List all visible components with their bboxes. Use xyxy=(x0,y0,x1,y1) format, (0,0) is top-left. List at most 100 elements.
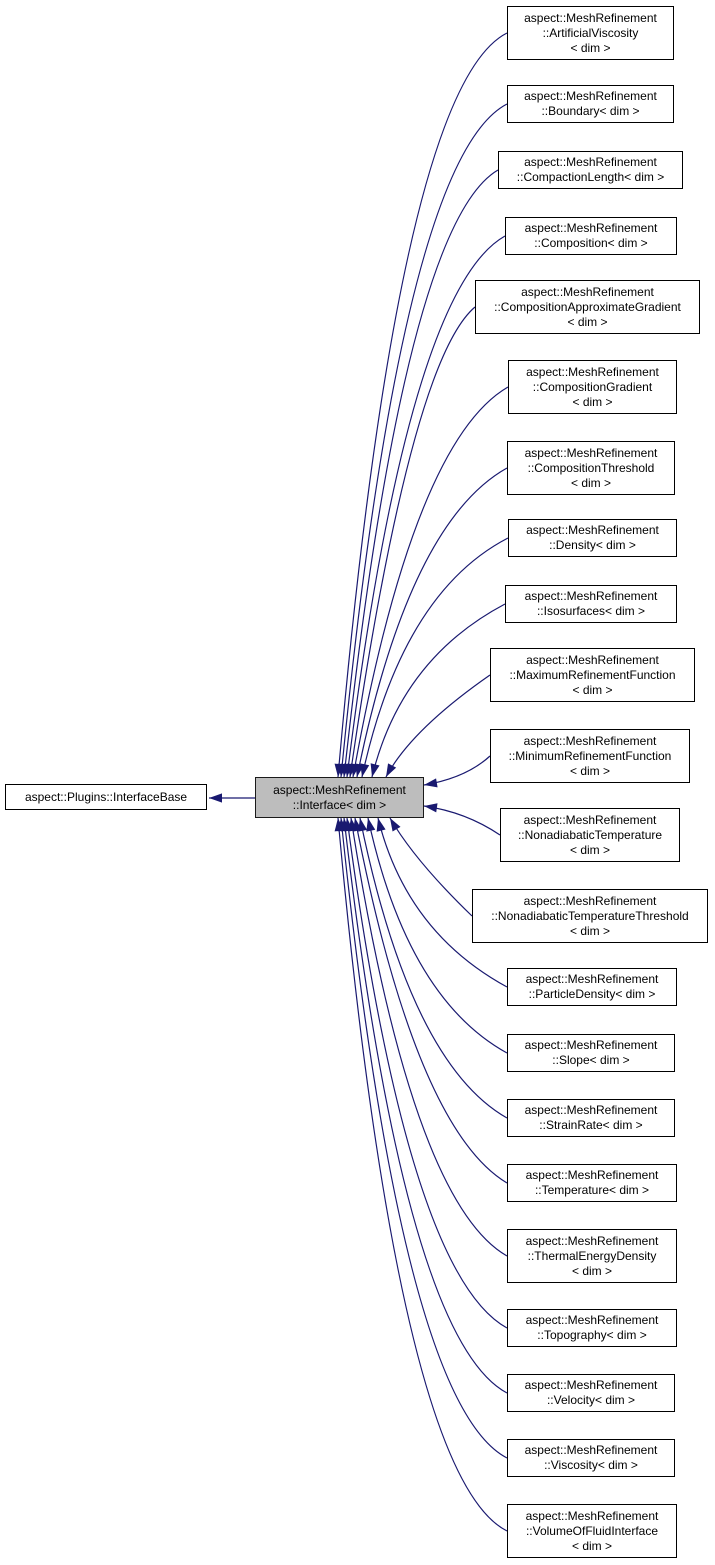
inheritance-edge-line xyxy=(356,467,508,778)
class-node-composition-gradient[interactable]: aspect::MeshRefinement::CompositionGradi… xyxy=(508,360,677,414)
class-name-line: aspect::MeshRefinement xyxy=(523,893,657,908)
class-name-line: ::Isosurfaces< dim > xyxy=(536,604,646,618)
class-name-line: ::Boundary< dim > xyxy=(541,104,640,118)
class-node-minimum-refinement-function[interactable]: aspect::MeshRefinement::MinimumRefinemen… xyxy=(490,729,690,783)
class-name-line: < dim > xyxy=(569,842,611,857)
class-name-line: aspect::MeshRefinement xyxy=(524,155,657,169)
inheritance-edge-line xyxy=(343,169,499,778)
inheritance-edge-line xyxy=(349,306,476,778)
class-name-line: < dim > xyxy=(572,682,613,697)
class-name-line: aspect::MeshRefinement xyxy=(524,89,657,103)
class-node-particle-density[interactable]: aspect::MeshRefinement::ParticleDensity<… xyxy=(507,968,677,1006)
inheritance-edge-line xyxy=(337,32,508,778)
class-node-compaction-length[interactable]: aspect::MeshRefinement::CompactionLength… xyxy=(498,151,683,189)
class-node-temperature[interactable]: aspect::MeshRefinement::Temperature< dim… xyxy=(507,1164,677,1202)
class-name-line: aspect::MeshRefinement xyxy=(524,10,657,25)
class-name-line: aspect::MeshRefinement xyxy=(524,589,658,603)
class-node-interface-base[interactable]: aspect::Plugins::InterfaceBase xyxy=(5,784,207,810)
class-node-volume-of-fluid-interface[interactable]: aspect::MeshRefinement::VolumeOfFluidInt… xyxy=(507,1504,677,1558)
class-node-viscosity[interactable]: aspect::MeshRefinement::Viscosity< dim > xyxy=(507,1439,675,1477)
class-node-slope[interactable]: aspect::MeshRefinement::Slope< dim > xyxy=(507,1034,675,1072)
class-name-line: ::VolumeOfFluidInterface xyxy=(525,1523,659,1538)
class-name-line: aspect::Plugins::InterfaceBase xyxy=(24,789,188,804)
inheritance-edge-line xyxy=(352,386,509,778)
inheritance-edge-line xyxy=(385,674,491,778)
class-name-line: aspect::MeshRefinement xyxy=(525,1313,659,1327)
class-name-line: ::Temperature< dim > xyxy=(534,1183,650,1197)
class-node-interface[interactable]: aspect::MeshRefinement::Interface< dim > xyxy=(255,777,424,818)
inheritance-arrowhead xyxy=(386,763,397,777)
inheritance-edge-line xyxy=(340,103,508,778)
class-name-line: aspect::MeshRefinement xyxy=(521,284,654,299)
inheritance-edge-line xyxy=(343,817,508,1394)
class-name-line: aspect::MeshRefinement xyxy=(273,782,406,797)
class-name-line: aspect::MeshRefinement xyxy=(524,1103,658,1117)
class-name-line: < dim > xyxy=(570,40,611,55)
class-node-isosurfaces[interactable]: aspect::MeshRefinement::Isosurfaces< dim… xyxy=(505,585,677,623)
inheritance-arrowhead xyxy=(360,763,370,777)
inheritance-arrowhead xyxy=(209,793,222,803)
inheritance-arrowhead xyxy=(334,818,344,832)
class-name-line: aspect::MeshRefinement xyxy=(524,1038,658,1052)
class-name-line: aspect::MeshRefinement xyxy=(524,221,658,235)
class-name-line: ::ArtificialViscosity xyxy=(542,25,639,40)
inheritance-arrowhead xyxy=(370,763,380,777)
inheritance-edge-line xyxy=(354,817,508,1184)
class-name-line: aspect::MeshRefinement xyxy=(523,812,657,827)
class-node-nonadiabatic-temperature-threshold[interactable]: aspect::MeshRefinement::NonadiabaticTemp… xyxy=(472,889,708,943)
class-node-composition[interactable]: aspect::MeshRefinement::Composition< dim… xyxy=(505,217,677,255)
class-name-line: ::Composition< dim > xyxy=(534,236,648,250)
class-node-maximum-refinement-function[interactable]: aspect::MeshRefinement::MaximumRefinemen… xyxy=(490,648,695,702)
class-node-velocity[interactable]: aspect::MeshRefinement::Velocity< dim > xyxy=(507,1374,675,1412)
class-name-line: ::Interface< dim > xyxy=(292,797,387,812)
class-name-line: ::CompactionLength< dim > xyxy=(516,170,665,184)
class-name-line: ::StrainRate< dim > xyxy=(539,1118,643,1132)
class-name-line: ::ParticleDensity< dim > xyxy=(528,987,656,1001)
inheritance-arrowhead xyxy=(424,778,438,788)
class-name-line: < dim > xyxy=(569,923,611,938)
class-node-thermal-energy-density[interactable]: aspect::MeshRefinement::ThermalEnergyDen… xyxy=(507,1229,677,1283)
inheritance-edge-line xyxy=(340,817,508,1459)
inheritance-arrowhead xyxy=(366,818,376,832)
inheritance-edge-line xyxy=(389,817,473,917)
class-node-topography[interactable]: aspect::MeshRefinement::Topography< dim … xyxy=(507,1309,677,1347)
class-name-line: ::NonadiabaticTemperatureThreshold xyxy=(491,908,689,923)
inheritance-arrowhead xyxy=(376,818,386,832)
class-name-line: aspect::MeshRefinement xyxy=(525,1233,659,1248)
class-name-line: aspect::MeshRefinement xyxy=(525,972,659,986)
class-name-line: aspect::MeshRefinement xyxy=(525,1168,659,1182)
class-node-nonadiabatic-temperature[interactable]: aspect::MeshRefinement::NonadiabaticTemp… xyxy=(500,808,680,862)
class-node-artificial-viscosity[interactable]: aspect::MeshRefinement::ArtificialViscos… xyxy=(507,6,674,60)
class-name-line: aspect::MeshRefinement xyxy=(524,1378,658,1392)
class-node-boundary[interactable]: aspect::MeshRefinement::Boundary< dim > xyxy=(507,85,674,123)
class-name-line: ::Topography< dim > xyxy=(537,1328,647,1342)
inheritance-edge-line xyxy=(350,817,508,1257)
class-name-line: ::MaximumRefinementFunction xyxy=(509,667,676,682)
class-name-line: < dim > xyxy=(571,1538,613,1553)
class-name-line: aspect::MeshRefinement xyxy=(526,364,659,379)
class-node-composition-threshold[interactable]: aspect::MeshRefinement::CompositionThres… xyxy=(507,441,675,495)
class-name-line: ::Velocity< dim > xyxy=(546,1393,636,1407)
class-name-line: < dim > xyxy=(567,314,608,329)
inheritance-edge-line xyxy=(377,817,508,988)
inheritance-arrowhead xyxy=(424,803,438,813)
class-name-line: aspect::MeshRefinement xyxy=(526,523,659,537)
class-node-composition-approximate-gradient[interactable]: aspect::MeshRefinement::CompositionAppro… xyxy=(475,280,700,334)
inheritance-edge-line xyxy=(346,817,508,1329)
class-name-line: ::MinimumRefinementFunction xyxy=(508,748,672,763)
class-name-line: aspect::MeshRefinement xyxy=(525,1508,659,1523)
class-name-line: ::ThermalEnergyDensity xyxy=(527,1248,657,1263)
class-name-line: < dim > xyxy=(572,394,613,409)
inheritance-edge-line xyxy=(371,603,506,778)
inheritance-arrowhead xyxy=(390,818,401,832)
class-name-line: aspect::MeshRefinement xyxy=(526,652,659,667)
class-name-line: aspect::MeshRefinement xyxy=(523,733,657,748)
class-node-density[interactable]: aspect::MeshRefinement::Density< dim > xyxy=(508,519,677,557)
inheritance-edge-line xyxy=(361,537,509,778)
inheritance-edge-line xyxy=(367,817,508,1054)
class-name-line: < dim > xyxy=(570,475,612,490)
class-node-strain-rate[interactable]: aspect::MeshRefinement::StrainRate< dim … xyxy=(507,1099,675,1137)
class-name-line: < dim > xyxy=(571,1263,613,1278)
